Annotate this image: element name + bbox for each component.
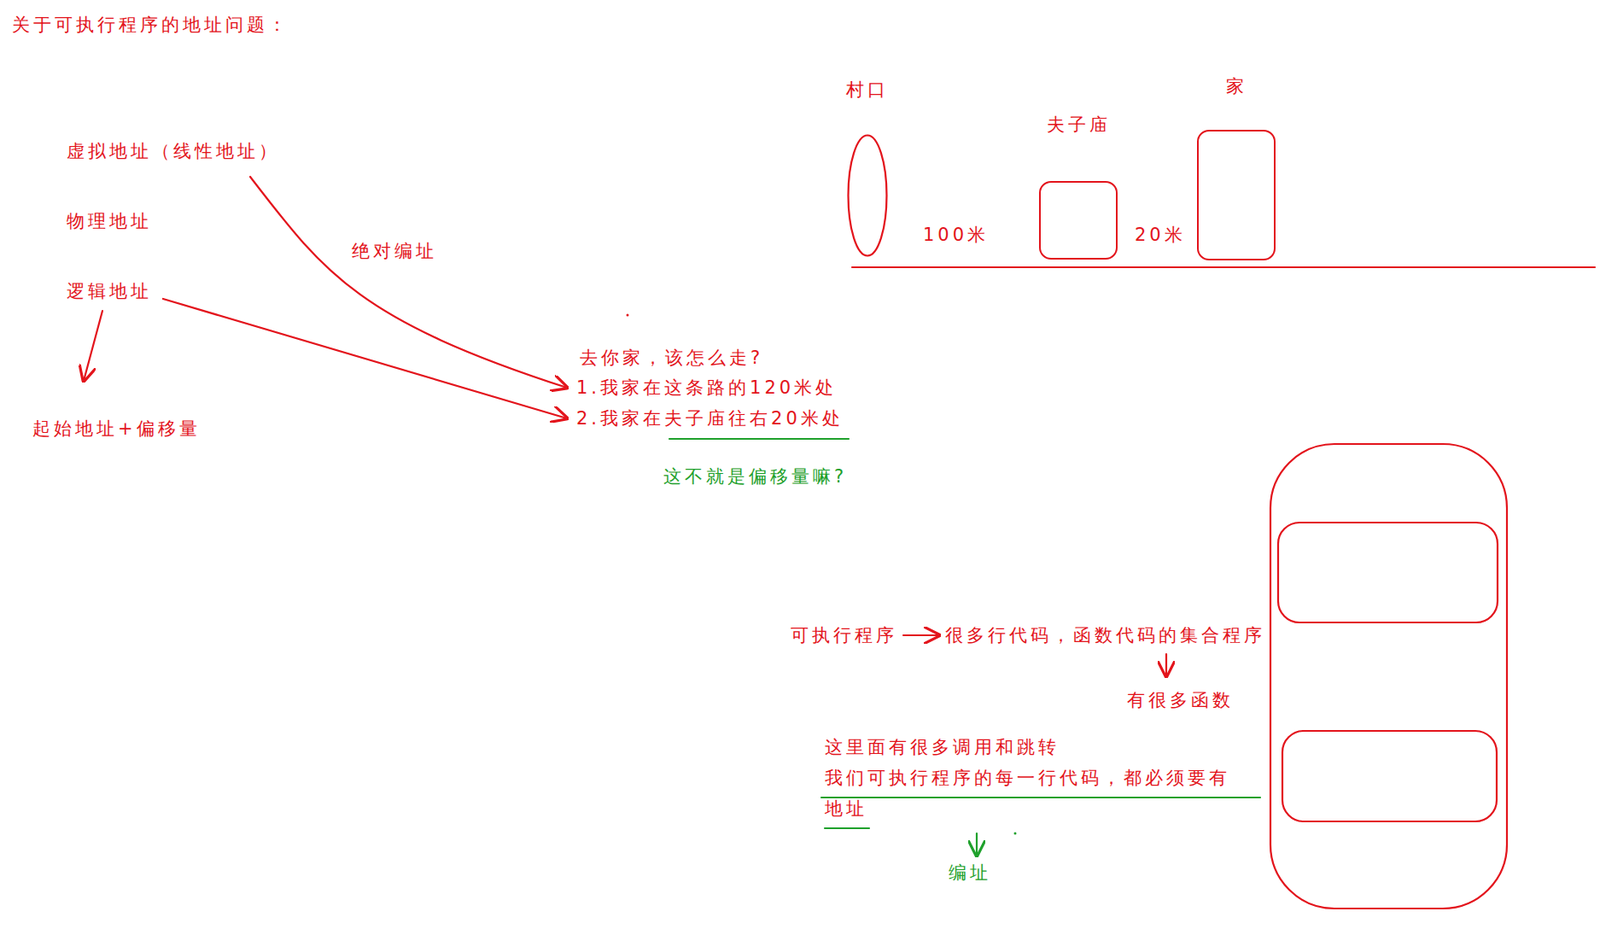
dot: [626, 314, 630, 317]
annotation-text: 20米: [1134, 223, 1186, 246]
building-box: 夫子庙: [1039, 181, 1118, 260]
annotation-text: 这不就是偏移量嘛?: [663, 465, 847, 488]
annotation-text: 我们可执行程序的每一行代码，都必须要有地址: [824, 762, 1239, 824]
annotation-text: 编址: [948, 861, 992, 884]
gate-ellipse: 村口: [846, 134, 888, 257]
annotation-text: 物理地址: [66, 210, 152, 233]
dot: [1014, 832, 1017, 836]
road-line: [852, 266, 1595, 269]
leader-arrow: [1165, 654, 1168, 677]
car-window: [1278, 522, 1498, 623]
page-title: 关于可执行程序的地址问题：: [11, 13, 290, 36]
leader-arrow: [975, 833, 978, 856]
annotation-text: 起始地址+偏移量: [32, 417, 201, 440]
place-label: 夫子庙: [1046, 113, 1111, 136]
place-label: 家: [1226, 75, 1248, 98]
annotation-text: 有很多函数: [1127, 689, 1234, 712]
leader-arrow: [250, 176, 567, 388]
building-box: 家: [1197, 129, 1276, 261]
annotation-text: 去你家，该怎么走?: [579, 346, 764, 369]
annotation-text: 可执行程序: [790, 624, 898, 647]
annotation-text: 虚拟地址（线性地址）: [66, 140, 281, 163]
annotation-text: 这里面有很多调用和跳转: [824, 735, 1060, 759]
underline: [821, 796, 1261, 799]
ellipse-outline: [846, 134, 888, 257]
car-body: [1270, 443, 1507, 909]
leader-arrow: [83, 310, 103, 381]
annotation-text: 很多行代码，函数代码的集合程序: [943, 624, 1268, 647]
annotation-text: 绝对编址: [351, 239, 438, 263]
leader-arrow: [163, 298, 567, 419]
leader-arrow: [903, 634, 940, 637]
annotation-text: 2.我家在夫子庙往右20米处: [576, 407, 844, 430]
annotation-text: 1.我家在这条路的120米处: [576, 376, 837, 399]
annotation-text: 逻辑地址: [66, 280, 152, 303]
car-window: [1282, 730, 1497, 822]
underline: [669, 437, 849, 440]
place-label: 村口: [846, 78, 889, 101]
annotation-text: 100米: [922, 223, 989, 246]
underline: [824, 827, 870, 830]
